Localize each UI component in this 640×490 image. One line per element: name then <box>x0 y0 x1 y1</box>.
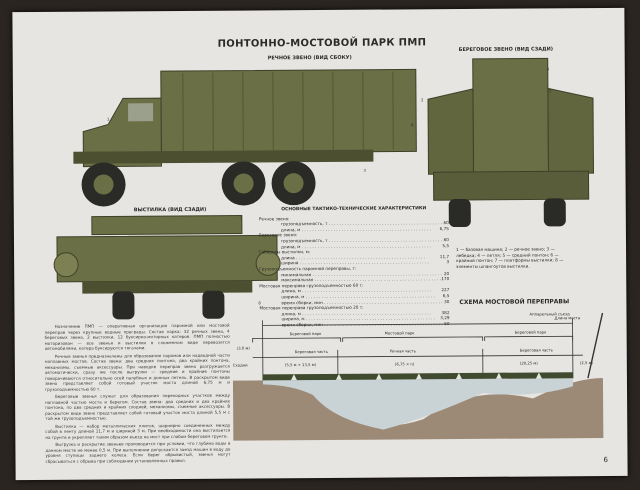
poster: ПОНТОННО-МОСТОВОЙ ПАРК ПМП РЕЧНОЕ ЗВЕНО … <box>12 7 628 481</box>
paragraph: Назначение ПМП — оперативная организация… <box>44 322 230 351</box>
body-text: Назначение ПМП — оперативная организация… <box>45 323 231 466</box>
park-label: Береговой парк <box>289 330 322 337</box>
callout-4: 4 <box>546 66 550 72</box>
callout-6: 6 <box>411 122 414 128</box>
scheme-title: СХЕМА МОСТОВОЙ ПЕРЕПРАВЫ <box>459 298 570 307</box>
gangway-label: Сходни <box>232 362 248 368</box>
shore-link-rear-illustration <box>427 57 595 228</box>
paragraph: Береговые звенья служат для образования … <box>45 392 231 421</box>
paragraph: Выстилка — набор металлических плиток, ш… <box>45 422 231 440</box>
right-gap: (2,5 м) <box>579 360 593 366</box>
bridge-length-label: Длина моста <box>554 315 581 321</box>
part-size: (20,25 м) <box>519 360 538 366</box>
part-label: Береговая часть <box>294 348 328 355</box>
part-label: Береговая часть <box>519 347 553 353</box>
park-label: Мостовой парк <box>384 330 415 336</box>
part-label: Речная часть <box>389 348 417 354</box>
park-label: Береговой парк <box>514 329 547 335</box>
river-link-truck-illustration <box>73 68 417 207</box>
page-number: 6 <box>603 455 609 465</box>
callout-5: 5 <box>548 88 552 94</box>
part-size: (6,75 × n) <box>394 361 415 367</box>
deck-illustration <box>53 215 281 320</box>
paragraph: Выгрузка и раскрытие звеньев производитс… <box>45 440 231 464</box>
shore-link-title: БЕРЕГОВОЕ ЗВЕНО (ВИД СЗАДИ) <box>458 46 554 54</box>
left-gap: (3,0 м) <box>236 345 250 351</box>
specs-title: ОСНОВНЫЕ ТАКТИКО-ТЕХНИЧЕСКИЕ ХАРАКТЕРИСТ… <box>281 206 427 213</box>
callout-1: 1 <box>107 116 110 122</box>
callout-3: 3 <box>363 167 366 173</box>
poster-title: ПОНТОННО-МОСТОВОЙ ПАРК ПМП <box>217 37 427 50</box>
bridge-scheme <box>232 312 604 441</box>
river-link-title: РЕЧНОЕ ЗВЕНО (ВИД СБОКУ) <box>267 54 352 62</box>
part-size: (5,5 м ÷ 13,5 м) <box>284 362 317 368</box>
legend: 1 — базовая машина; 2 — речное звено; 3 … <box>456 246 564 269</box>
callout-7: 7 <box>239 215 243 221</box>
paragraph: Речные звенья предназначены для образова… <box>44 352 230 392</box>
